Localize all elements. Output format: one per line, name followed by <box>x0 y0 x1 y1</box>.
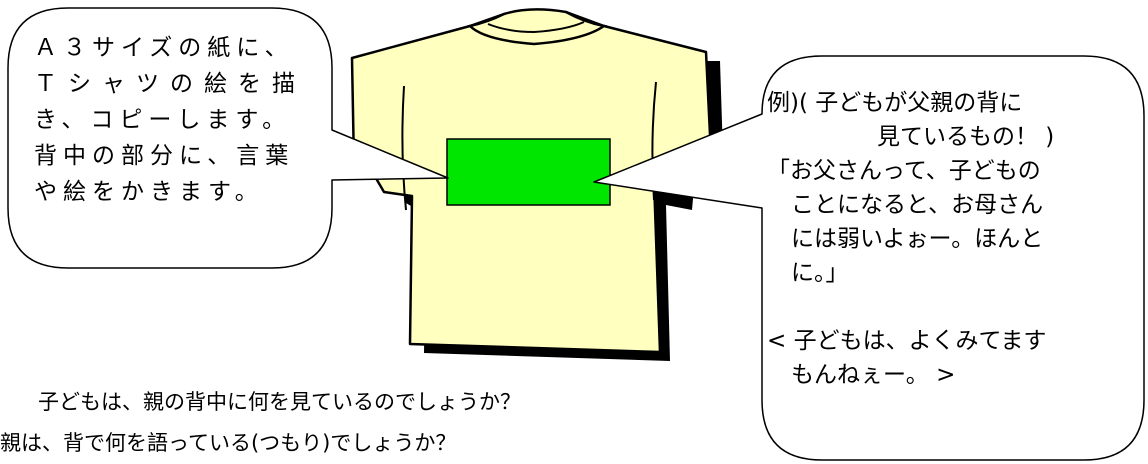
left-line-3: き、コピーします。 <box>34 107 292 133</box>
right-line-5: には弱いよぉー。ほんと <box>791 226 1044 252</box>
tshirt-collar <box>467 8 608 46</box>
left-line-5: や絵をかきます。 <box>34 179 264 205</box>
tshirt-left-seam <box>401 85 407 211</box>
left-callout-bubble <box>7 7 449 269</box>
right-line-6: に。」 <box>791 260 849 286</box>
right-line-1: 例)( 子どもが父親の背に <box>767 90 1023 116</box>
left-line-1: Ａ３サイズの紙に、 <box>34 35 294 61</box>
left-callout-text: Ａ３サイズの紙に、 Ｔシャツの絵を描 き、コピーします。 背中の部分に、言葉 や… <box>34 31 324 211</box>
right-line-2: 見ているもの！ ) <box>877 124 1055 150</box>
right-line-3: 「お父さんって、子どもの <box>767 158 1041 184</box>
tshirt-back-area <box>446 138 611 206</box>
left-line-4: 背中の部分に、言葉 <box>34 143 295 169</box>
right-line-9: もんねぇー。 > <box>791 362 956 388</box>
question-parent: 親は、背で何を語っている(つもり)でしょうか？ <box>0 431 457 455</box>
left-line-2: Ｔシャツの絵を描 <box>34 71 306 97</box>
right-line-7 <box>767 290 1117 324</box>
right-callout-text: 例)( 子どもが父親の背に 見ているもの！ ) 「お父さんって、子どもの ことに… <box>767 86 1117 392</box>
tshirt-illustration <box>350 8 724 361</box>
question-child: 子どもは、親の背中に何を見ているのでしょうか？ <box>38 390 521 414</box>
right-line-4: ことになると、お母さん <box>791 192 1044 218</box>
right-line-8: < 子どもは、よくみてます <box>767 328 1047 354</box>
tshirt-collar-inner <box>487 21 585 34</box>
right-callout-bubble <box>593 55 1145 461</box>
